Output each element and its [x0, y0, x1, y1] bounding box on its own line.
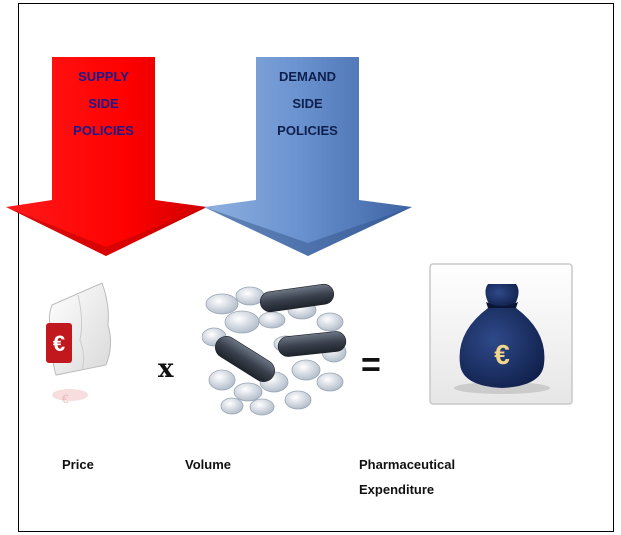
euro-money-bag-icon: € — [429, 263, 573, 405]
demand-side-label: DEMAND SIDE POLICIES — [277, 69, 338, 138]
supply-side-label: SUPPLY SIDE POLICIES — [73, 69, 134, 138]
svg-text:€: € — [494, 339, 510, 370]
expenditure-caption-line2: Expenditure — [359, 482, 435, 497]
price-caption: Price — [62, 457, 94, 472]
volume-caption: Volume — [185, 457, 231, 472]
pills-icon — [202, 283, 347, 416]
svg-text:€: € — [62, 392, 69, 406]
svg-text:€: € — [53, 331, 65, 356]
equals-operator: = — [361, 346, 381, 384]
supply-side-arrow — [6, 57, 207, 256]
expenditure-caption-line1: Pharmaceutical — [359, 457, 456, 472]
euro-price-tag-icon: € € — [46, 282, 112, 406]
demand-side-arrow — [204, 57, 412, 256]
multiply-operator: x — [158, 354, 174, 384]
